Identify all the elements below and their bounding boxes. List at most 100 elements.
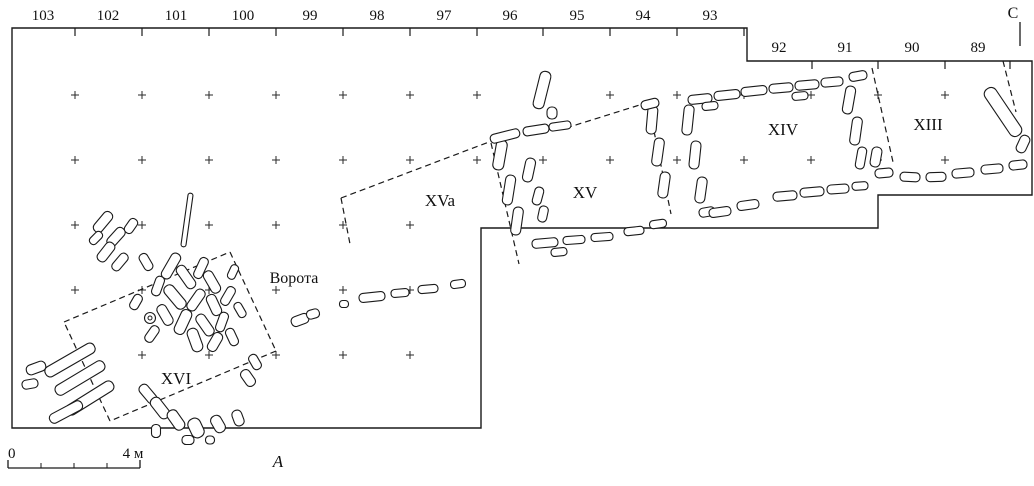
stone bbox=[899, 171, 921, 183]
grid-label-top: 103 bbox=[32, 8, 55, 24]
stone bbox=[202, 270, 222, 294]
stone bbox=[713, 89, 741, 101]
stone bbox=[156, 304, 174, 326]
trench-boundary-dashed bbox=[229, 251, 277, 352]
trench-boundary-dashed bbox=[109, 350, 277, 422]
grid-cross bbox=[339, 156, 347, 164]
stone bbox=[645, 105, 659, 135]
stone bbox=[537, 205, 549, 223]
stone bbox=[21, 378, 39, 390]
stone bbox=[163, 284, 187, 310]
north-indicator-label: С bbox=[1008, 5, 1019, 22]
grid-cross bbox=[539, 156, 547, 164]
area-label-xiv: XIV bbox=[768, 120, 799, 139]
grid-cross bbox=[71, 156, 79, 164]
stone bbox=[501, 174, 517, 206]
stone bbox=[358, 291, 386, 303]
stone bbox=[181, 434, 195, 446]
stone bbox=[657, 171, 671, 199]
stone bbox=[123, 217, 139, 235]
stone bbox=[874, 167, 894, 179]
stone bbox=[951, 167, 975, 179]
stone bbox=[305, 308, 321, 320]
stone bbox=[521, 157, 537, 183]
grid-cross bbox=[272, 286, 280, 294]
grid-cross bbox=[339, 221, 347, 229]
grid-cross bbox=[272, 91, 280, 99]
stone bbox=[193, 256, 209, 280]
stone bbox=[204, 435, 216, 445]
scale-bar bbox=[7, 460, 141, 469]
stone bbox=[794, 79, 820, 91]
stone bbox=[925, 171, 947, 183]
ring-feature bbox=[143, 311, 157, 325]
stone bbox=[708, 205, 732, 219]
grid-label-right: 90 bbox=[905, 40, 920, 56]
grid-cross bbox=[272, 351, 280, 359]
stone bbox=[338, 299, 350, 309]
trench-boundary-dashed bbox=[340, 197, 351, 245]
stone bbox=[687, 93, 713, 105]
stone bbox=[799, 186, 825, 198]
stone bbox=[150, 423, 162, 439]
grid-cross bbox=[205, 91, 213, 99]
stone bbox=[166, 409, 186, 431]
stone bbox=[590, 231, 614, 243]
grid-label-top: 95 bbox=[570, 8, 585, 24]
area-label-xvi: XVI bbox=[161, 369, 192, 388]
stone bbox=[92, 210, 114, 234]
stone bbox=[195, 313, 215, 337]
stone bbox=[209, 414, 227, 434]
stone bbox=[848, 70, 868, 82]
ring-center bbox=[147, 315, 153, 321]
grid-label-top: 98 bbox=[370, 8, 385, 24]
stone bbox=[550, 246, 568, 258]
stone bbox=[492, 139, 508, 171]
stone bbox=[214, 311, 230, 333]
grid-cross bbox=[406, 156, 414, 164]
grid-cross bbox=[339, 286, 347, 294]
grid-cross bbox=[740, 156, 748, 164]
grid-cross bbox=[205, 156, 213, 164]
grid-cross bbox=[339, 91, 347, 99]
grid-cross bbox=[339, 351, 347, 359]
stone-outlines bbox=[21, 70, 1031, 446]
stone bbox=[48, 400, 84, 424]
excavation-boundary bbox=[11, 27, 1033, 429]
gate-label: Ворота bbox=[270, 270, 319, 287]
stone bbox=[111, 252, 129, 272]
stone bbox=[548, 120, 572, 132]
stone bbox=[531, 237, 559, 249]
stone bbox=[546, 106, 558, 120]
stone bbox=[54, 360, 106, 396]
stone bbox=[248, 353, 262, 371]
stone bbox=[531, 186, 545, 206]
grid-cross bbox=[473, 156, 481, 164]
section-letter-label: А bbox=[272, 452, 284, 471]
stone bbox=[522, 123, 550, 137]
stone bbox=[233, 301, 247, 319]
trench-boundary-dashed bbox=[565, 102, 647, 129]
stone bbox=[841, 85, 857, 115]
stone bbox=[681, 104, 695, 136]
stone bbox=[173, 308, 193, 336]
grid-cross bbox=[606, 91, 614, 99]
stone bbox=[449, 278, 467, 290]
stone bbox=[205, 293, 223, 317]
stone bbox=[623, 225, 645, 237]
stone bbox=[791, 91, 809, 101]
stone bbox=[206, 331, 224, 353]
stone bbox=[220, 286, 236, 306]
stone bbox=[849, 116, 863, 146]
grid-ruler-ticks bbox=[74, 28, 1011, 69]
ring-outline bbox=[143, 311, 157, 325]
grid-labels-right: 92 91 90 89 bbox=[772, 40, 986, 56]
grid-cross bbox=[71, 91, 79, 99]
scale-end-label: 4 м bbox=[123, 446, 144, 462]
area-label-xv: XV bbox=[573, 183, 598, 202]
grid-cross bbox=[673, 156, 681, 164]
trench-boundary-dashed bbox=[340, 141, 490, 199]
grid-cross bbox=[473, 91, 481, 99]
stone bbox=[510, 206, 524, 236]
stone bbox=[489, 128, 521, 144]
